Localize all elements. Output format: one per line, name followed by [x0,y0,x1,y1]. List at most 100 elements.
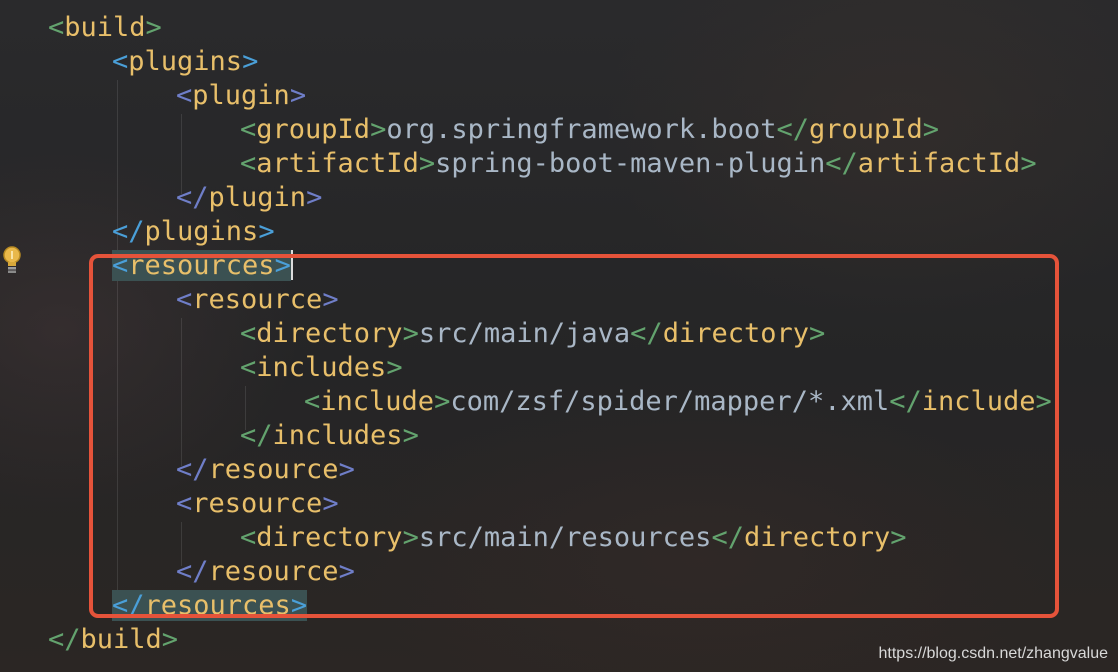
tag-bracket: > [322,488,339,519]
tag-bracket: </ [176,454,209,485]
tag-bracket: > [289,80,307,111]
text-caret [290,250,293,280]
tag-bracket: < [240,148,257,179]
tag-bracket: > [258,216,275,247]
tag-span: <directory> [240,318,419,349]
tag-span: <build> [48,12,162,43]
tag-bracket: > [922,114,940,145]
code-line[interactable]: <build> [48,11,162,45]
tag-name: resource [208,556,339,587]
tag-name: directory [256,522,403,553]
tag-span: </plugins> [112,216,275,247]
tag-bracket: > [161,624,179,655]
tag-span: <artifactId> [240,148,435,179]
element-value: src/main/resources [418,522,712,553]
code-line[interactable]: </plugin> [176,181,322,215]
tag-name: include [320,386,435,417]
tag-name: plugins [128,46,243,77]
code-line[interactable]: <groupId>org.springframework.boot</group… [240,113,939,147]
element-value: spring-boot-maven-plugin [435,148,826,179]
indent-guide [181,318,182,466]
tag-bracket: > [145,12,162,43]
tag-span: <include> [304,386,450,417]
element-value: org.springframework.boot [386,114,777,145]
tag-bracket: > [402,318,419,349]
tag-name: build [80,624,162,655]
code-line[interactable]: </resource> [176,453,355,487]
lightbulb-icon[interactable] [0,243,24,277]
tag-span: <resource> [176,488,339,519]
code-line[interactable]: <artifactId>spring-boot-maven-plugin</ar… [240,147,1037,181]
tag-bracket: < [176,80,193,111]
element-value: com/zsf/spider/mapper/*.xml [450,386,890,417]
tag-bracket: </ [176,556,209,587]
code-line[interactable]: <plugin> [176,79,306,113]
tag-bracket: > [809,318,826,349]
tag-span: </resource> [176,556,355,587]
code-line[interactable]: <include>com/zsf/spider/mapper/*.xml</ in… [304,385,1052,419]
tag-name: resource [208,454,339,485]
tag-span: <resource> [176,284,339,315]
tag-bracket: </ [176,182,209,213]
tag-bracket: > [386,352,403,383]
tag-name: includes [272,420,403,451]
tag-bracket: </ [889,386,922,417]
tag-bracket: </ [630,318,663,349]
code-line[interactable]: <resource> [176,487,339,521]
tag-span: <plugin> [176,80,306,111]
tag-span: </includes> [240,420,419,451]
tag-name: groupId [256,114,371,145]
code-line[interactable]: </plugins> [112,215,275,249]
tag-bracket: > [402,522,419,553]
tag-bracket: > [890,522,907,553]
tag-name: plugin [192,80,290,111]
tag-bracket: > [1035,386,1052,417]
tag-bracket: </ [711,522,744,553]
tag-bracket: > [370,114,387,145]
tag-bracket: </ [240,420,273,451]
code-line[interactable]: </build> [48,623,178,657]
indent-guide [181,114,182,194]
tag-bracket: < [176,284,193,315]
element-value: src/main/java [418,318,631,349]
tag-bracket: < [240,114,257,145]
tag-span: </build> [48,624,178,655]
tag-span: <plugins> [112,46,258,77]
code-line[interactable]: <resource> [176,283,339,317]
tag-name: resource [192,284,323,315]
tag-name: directory [256,318,403,349]
code-line[interactable]: <includes> [240,351,403,385]
tag-name: build [64,12,146,43]
code-line[interactable]: <directory>src/main/resources</ directory… [240,521,907,555]
tag-name: directory [662,318,809,349]
tag-bracket: > [418,148,436,179]
code-line[interactable]: <directory>src/main/java</directory> [240,317,825,351]
tag-name: plugins [144,216,259,247]
code-line[interactable]: </includes> [240,419,419,453]
tag-bracket: < [112,46,129,77]
tag-bracket: < [48,12,65,43]
code-line[interactable]: <plugins> [112,45,258,79]
tag-bracket: < [240,352,257,383]
tag-bracket: < [240,522,257,553]
tag-name: plugin [208,182,307,213]
indent-guide [117,80,118,600]
tag-name: artifactId [256,148,419,179]
indent-guide [245,386,246,430]
tag-name: groupId [808,114,923,145]
tag-span: <includes> [240,352,403,383]
indent-guide [181,522,182,566]
tag-bracket: > [306,182,323,213]
watermark-text: https://blog.csdn.net/zhangvalue [878,645,1109,662]
tag-span: <directory> [240,522,419,553]
tag-span: <groupId> [240,114,386,145]
tag-name: artifactId [857,148,1021,179]
tag-bracket: < [240,318,257,349]
tag-bracket: < [176,488,193,519]
tag-bracket: > [338,454,355,485]
tag-bracket: > [402,420,419,451]
tag-bracket: > [1020,148,1037,179]
code-line[interactable]: </resource> [176,555,355,589]
tag-bracket: > [242,46,259,77]
